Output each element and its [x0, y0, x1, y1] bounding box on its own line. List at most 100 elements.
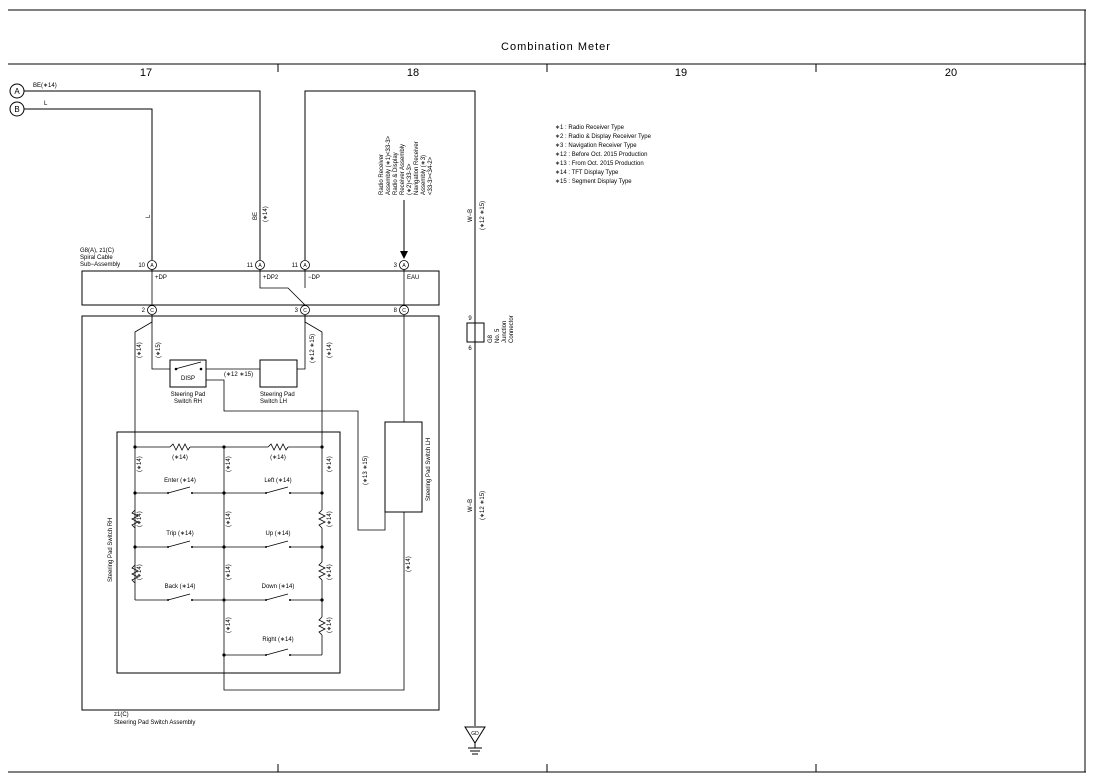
signal-eau: EAU: [407, 275, 419, 281]
wire-return: [223, 512, 405, 691]
svg-text:Enter (∗14): Enter (∗14): [164, 478, 196, 484]
svg-text:Assembly (∗1)<33-3>: Assembly (∗1)<33-3>: [386, 135, 392, 195]
svg-text:2: 2: [142, 308, 146, 314]
signal-plus-dp: +DP: [155, 275, 167, 281]
svg-text:C: C: [402, 308, 406, 314]
wire-l-vertical: L: [146, 214, 152, 218]
note-15-a: (∗15): [156, 342, 162, 358]
svg-text:∗15 : Segment Display Type: ∗15 : Segment Display Type: [555, 179, 632, 185]
svg-text:(∗14): (∗14): [327, 617, 333, 633]
junction-pin-9: 9: [468, 316, 472, 322]
svg-text:∗12 : Before Oct. 2015 Product: ∗12 : Before Oct. 2015 Production: [555, 152, 647, 158]
offpage-connector-a[interactable]: A: [9, 83, 25, 99]
svg-text:Navigation Receiver: Navigation Receiver: [414, 141, 420, 195]
svg-text:Back (∗14): Back (∗14): [165, 584, 196, 590]
steering-pad-switch-lh-side[interactable]: [384, 421, 423, 513]
svg-text:Connector: Connector: [509, 315, 515, 343]
switch-enter[interactable]: Enter (∗14): [135, 478, 224, 494]
switch-lh-label-1: Steering Pad: [260, 392, 295, 398]
svg-text:GD: GD: [471, 731, 479, 737]
switch-trip[interactable]: Trip (∗14): [135, 531, 224, 548]
switch-left[interactable]: Left (∗14): [224, 478, 322, 494]
column-markers: 17 18 19 20: [140, 64, 957, 772]
disp-switch-label: DISP: [181, 376, 195, 382]
svg-text:Assembly (∗3): Assembly (∗3): [421, 155, 427, 195]
switch-right[interactable]: Right (∗14): [224, 637, 322, 656]
steering-pad-assembly-box: [81, 315, 440, 711]
column-20: 20: [945, 67, 957, 79]
svg-text:Down (∗14): Down (∗14): [262, 584, 295, 590]
svg-text:(∗14): (∗14): [226, 511, 232, 527]
svg-text:(∗14): (∗14): [327, 456, 333, 472]
disp-switch-box[interactable]: [169, 359, 207, 388]
junction-pin-6: 6: [468, 346, 472, 352]
column-19: 19: [675, 67, 687, 79]
offpage-connector-b[interactable]: B: [9, 101, 25, 117]
signal-plus-dp2: +DP2: [263, 275, 279, 281]
junction-connector-label: G8 No. 5 Junction Connector: [488, 315, 515, 343]
note-13-15: (∗13 ∗15): [363, 456, 369, 485]
assembly-code: z1(C): [114, 712, 129, 718]
switch-rh-label-2: Switch RH: [174, 399, 202, 405]
assembly-name: Steering Pad Switch Assembly: [114, 720, 195, 726]
diagram-title: Combination Meter: [501, 41, 611, 53]
svg-text:∗3 : Navigation Receiver Type: ∗3 : Navigation Receiver Type: [555, 143, 637, 149]
svg-text:A: A: [14, 87, 20, 96]
svg-text:(∗14): (∗14): [226, 456, 232, 472]
note-12-15-a: (∗12 ∗15): [310, 334, 316, 363]
svg-text:∗2 : Radio & Display Receiver: ∗2 : Radio & Display Receiver Type: [555, 134, 652, 140]
svg-text:∗1 : Radio Receiver Type: ∗1 : Radio Receiver Type: [555, 125, 625, 131]
switch-lh-side-label: Steering Pad Switch LH: [426, 438, 432, 501]
wire-lh-in: [297, 315, 306, 370]
svg-text:(∗2)<33-3>: (∗2)<33-3>: [407, 163, 413, 195]
svg-text:B: B: [14, 105, 19, 114]
switch-lh-label-2: Switch LH: [260, 399, 287, 405]
wire-be-vertical: BE: [253, 212, 259, 220]
note-14-b: (∗14): [327, 342, 333, 358]
steering-pad-switch-lh-box[interactable]: [259, 359, 298, 388]
junction-connector-box: [466, 322, 485, 343]
svg-text:No. 5: No. 5: [495, 328, 501, 343]
switch-down[interactable]: Down (∗14): [224, 584, 322, 601]
svg-text:G8: G8: [488, 334, 494, 343]
signal-minus-dp: −DP: [308, 275, 320, 281]
svg-text:Radio & Display: Radio & Display: [393, 152, 399, 195]
note-mid: (∗12 ∗15): [224, 372, 253, 378]
svg-text:10: 10: [138, 263, 145, 269]
svg-text:3: 3: [295, 308, 299, 314]
wire-disp-in: [151, 315, 170, 370]
svg-text:A: A: [150, 263, 154, 269]
steering-pad-switch-rh-box: [116, 431, 341, 674]
wire-wb-bottom-note: (∗12 ∗15): [480, 491, 486, 520]
svg-text:A: A: [303, 263, 307, 269]
svg-text:Right (∗14): Right (∗14): [262, 637, 293, 643]
svg-text:(∗14): (∗14): [327, 511, 333, 527]
column-18: 18: [407, 67, 419, 79]
disp-switch-contact: [174, 361, 202, 370]
switch-up[interactable]: Up (∗14): [224, 531, 322, 548]
svg-text:Spiral Cable: Spiral Cable: [80, 255, 113, 261]
svg-text:(∗14): (∗14): [137, 564, 143, 580]
svg-text:∗14 : TFT Display Type: ∗14 : TFT Display Type: [555, 170, 619, 176]
svg-text:G8(A), z1(C): G8(A), z1(C): [80, 248, 114, 254]
svg-text:<33-3><34-2>: <33-3><34-2>: [428, 156, 434, 195]
svg-text:(∗14): (∗14): [226, 564, 232, 580]
svg-text:∗13 : From Oct. 2015 Productio: ∗13 : From Oct. 2015 Production: [555, 161, 644, 167]
svg-text:(∗14): (∗14): [137, 511, 143, 527]
svg-text:A: A: [402, 263, 406, 269]
wire-wb-top: W−B: [468, 209, 474, 222]
wire-to-rh-left: [134, 315, 153, 447]
wire-to-rh-right: [304, 315, 323, 447]
switch-back[interactable]: Back (∗14): [135, 584, 224, 601]
svg-text:Radio Receiver: Radio Receiver: [379, 154, 385, 195]
switch-ladder: (∗14) (∗14) (∗14) (∗14) (∗14) (∗14) (∗14…: [131, 443, 333, 657]
svg-text:Up (∗14): Up (∗14): [265, 531, 290, 537]
ground-symbol: GD: [464, 726, 486, 755]
svg-text:Sub−Assembly: Sub−Assembly: [80, 262, 120, 268]
svg-text:(∗14): (∗14): [226, 617, 232, 633]
svg-text:Trip (∗14): Trip (∗14): [166, 531, 193, 537]
wire-be: [24, 90, 261, 260]
switch-rh-label-1: Steering Pad: [171, 392, 206, 398]
wire-a-label: BE(∗14): [33, 83, 57, 89]
